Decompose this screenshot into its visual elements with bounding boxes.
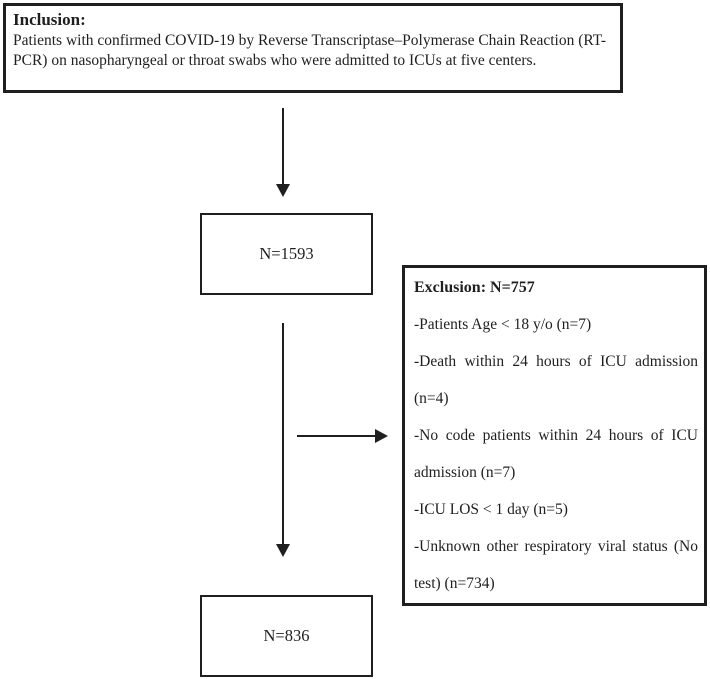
arrow-cohort-to-final-line — [282, 323, 284, 545]
exclusion-item-death: -Death within 24 hours of ICU admission … — [414, 353, 698, 407]
arrow-to-exclusion-head-icon — [375, 429, 388, 443]
exclusion-item-age: -Patients Age < 18 y/o (n=7) — [414, 316, 592, 333]
exclusion-item-no-code: -No code patients within 24 hours of ICU… — [414, 427, 698, 481]
cohort-count-label: N=1593 — [259, 244, 314, 263]
exclusion-title: Exclusion: N=757 — [414, 279, 535, 296]
inclusion-box: Inclusion: Patients with confirmed COVID… — [3, 3, 623, 93]
inclusion-title: Inclusion: — [13, 10, 86, 29]
arrow-to-exclusion-line — [297, 435, 376, 437]
arrow-cohort-to-final-head-icon — [276, 544, 290, 557]
final-count-label: N=836 — [263, 626, 310, 645]
final-box: N=836 — [200, 595, 373, 677]
inclusion-body-text: Patients with confirmed COVID-19 by Reve… — [13, 32, 606, 69]
cohort-box: N=1593 — [200, 213, 373, 295]
exclusion-box: Exclusion: N=757 -Patients Age < 18 y/o … — [402, 265, 707, 606]
arrow-inclusion-to-cohort-head-icon — [276, 184, 290, 197]
arrow-inclusion-to-cohort-line — [282, 108, 284, 185]
exclusion-item-unknown-viral: -Unknown other respiratory viral status … — [414, 538, 698, 592]
exclusion-item-icu-los: -ICU LOS < 1 day (n=5) — [414, 501, 568, 518]
